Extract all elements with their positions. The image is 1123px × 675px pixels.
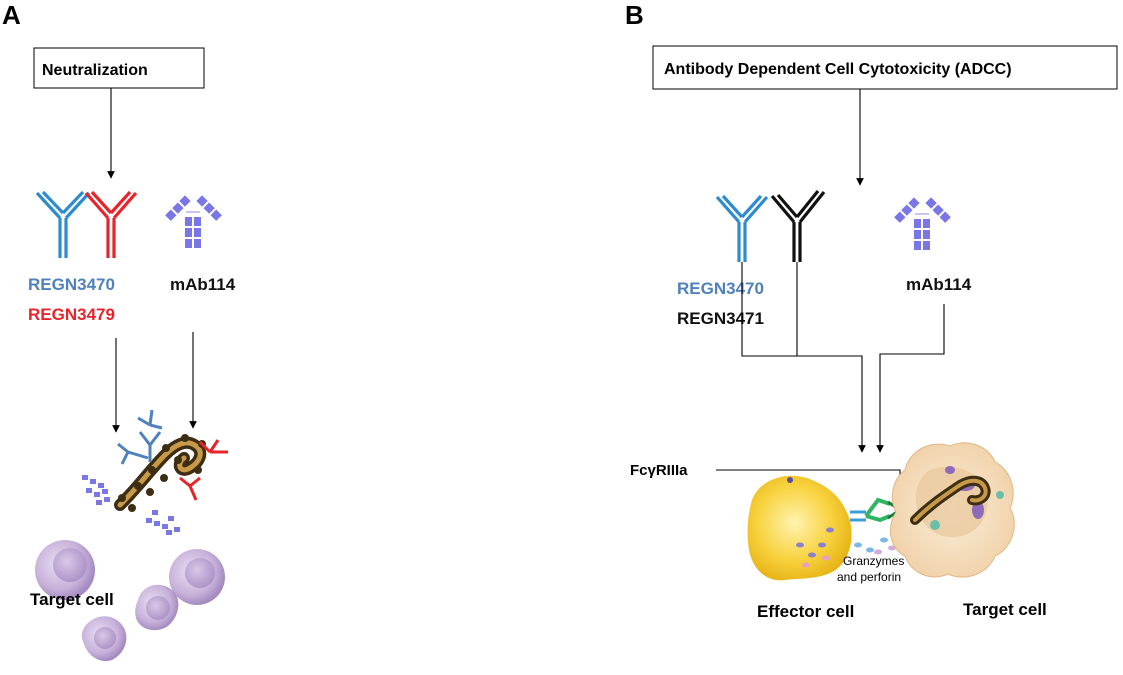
target-cell-label-a: Target cell (30, 590, 114, 609)
antibody-icon-black-b (770, 189, 826, 262)
fcgriiia-label: FcγRIIIa (630, 462, 688, 479)
antibody-icon-mab114-b (894, 197, 951, 250)
target-cell-b-icon (890, 442, 1015, 578)
neutralization-title: Neutralization (42, 62, 148, 79)
connector-lines (741, 262, 945, 453)
target-cell-label-b: Target cell (963, 600, 1047, 619)
neutralization-box (33, 47, 205, 89)
antibody-icon-red (84, 190, 138, 258)
label-mab114-b: mAb114 (906, 275, 972, 294)
panel-b: B Antibody Dependent Cell Cytotoxicity (… (625, 0, 1118, 621)
effector-cell-icon (747, 475, 852, 581)
label-regn3479-a: REGN3479 (28, 305, 115, 324)
virus-with-antibodies-icon (82, 409, 228, 535)
label-mab114-a: mAb114 (170, 275, 236, 294)
panel-a-letter: A (2, 0, 21, 30)
adcc-box (652, 45, 1118, 90)
antibody-icon-blue-b (715, 194, 769, 262)
granzymes-label-line2: and perforin (837, 570, 901, 584)
adcc-title: Antibody Dependent Cell Cytotoxicity (AD… (664, 61, 1012, 78)
label-regn3470-b: REGN3470 (677, 279, 764, 298)
target-cells-a-icon (35, 540, 225, 662)
panel-b-letter: B (625, 0, 644, 30)
panel-a: A Neutralization (2, 0, 236, 662)
granzymes-label-line1: Granzymes (843, 554, 904, 568)
label-regn3470-a: REGN3470 (28, 275, 115, 294)
effector-cell-label: Effector cell (757, 602, 854, 621)
antibody-icon-blue (35, 190, 91, 258)
antibody-icon-mab114 (165, 195, 222, 248)
label-regn3471-b: REGN3471 (677, 309, 764, 328)
